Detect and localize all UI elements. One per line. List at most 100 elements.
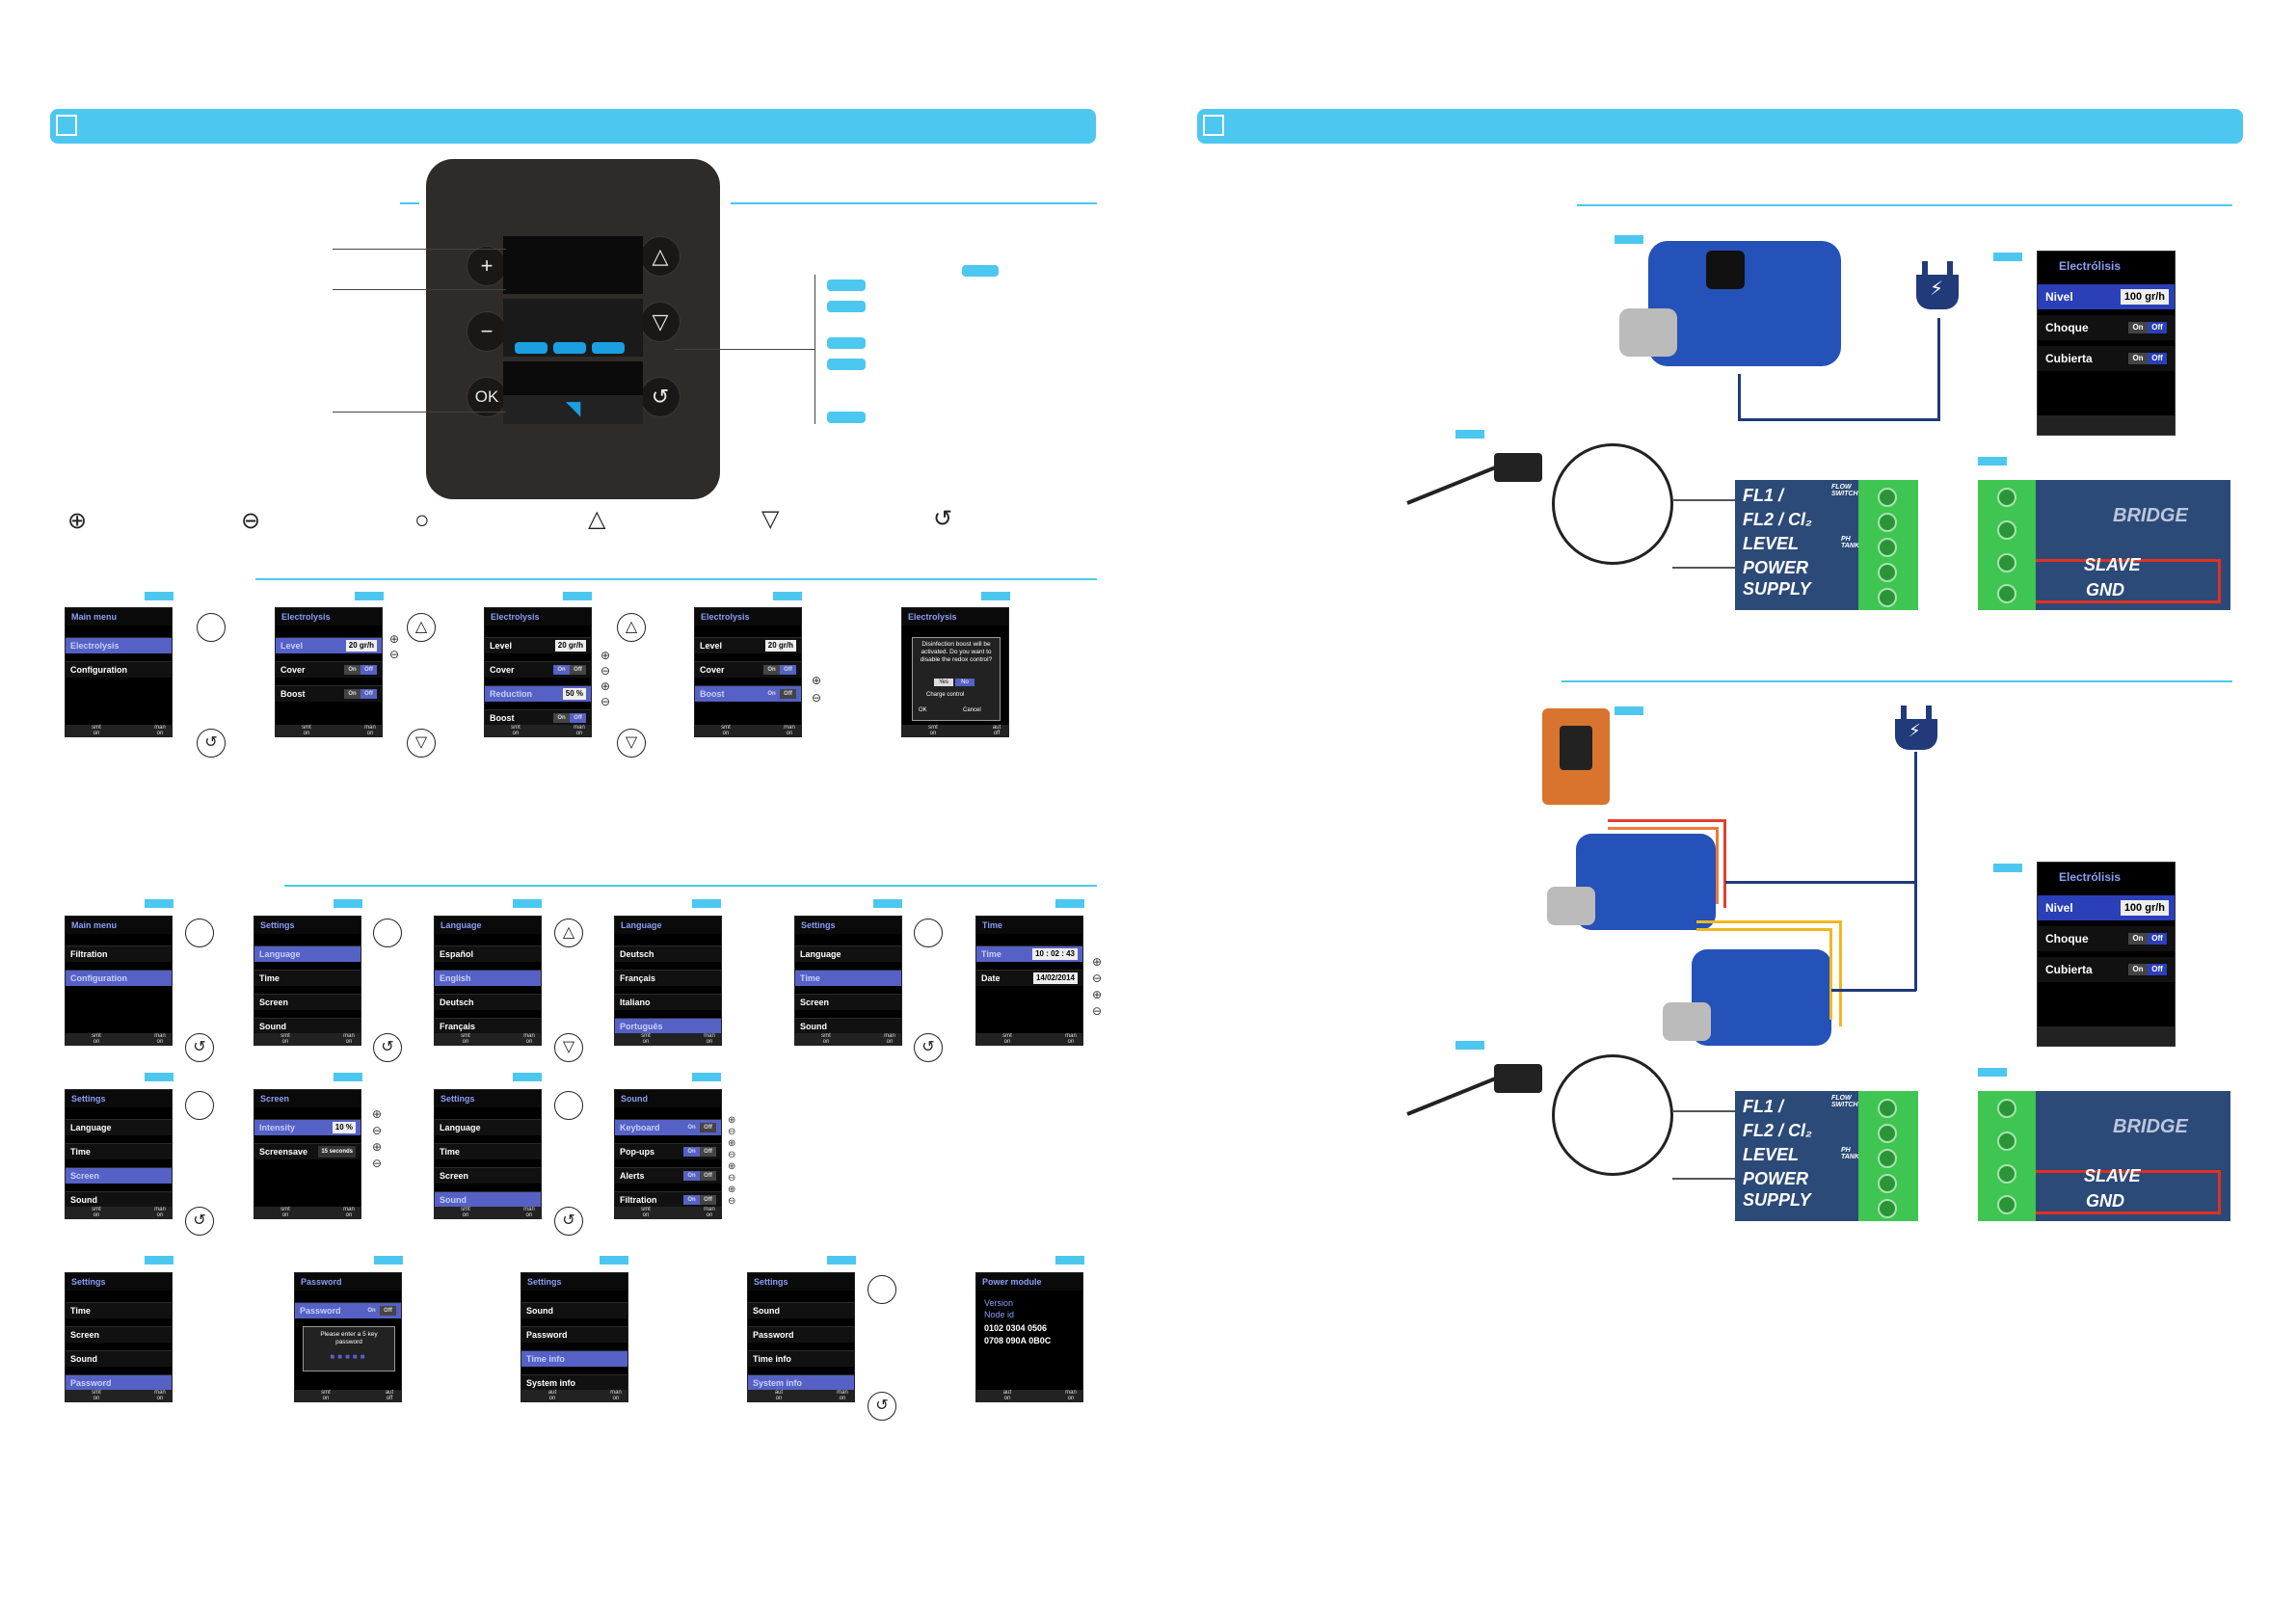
settings-item-time[interactable]: Time [795,970,901,986]
settings-item-sound[interactable]: Sound [795,1018,901,1034]
led-tag-3 [827,337,866,349]
password-entry[interactable]: ■■■■■ [330,1352,368,1361]
settings-item-time[interactable]: Time [254,970,360,986]
orange-wire-2 [1716,827,1719,904]
settings-item-screen[interactable]: Screen [795,994,901,1010]
settings-item-language[interactable]: Language [795,945,901,962]
settings-item-time-info[interactable]: Time info [748,1350,854,1367]
settings-item-language[interactable]: Language [435,1119,541,1135]
screen-power-module: Power module Version Node id 0102 0304 0… [975,1272,1083,1402]
level-value[interactable]: 20 gr/h [554,640,586,652]
language-option[interactable]: Deutsch [435,994,541,1010]
down-key[interactable]: ▽ [640,302,681,342]
red-wire-2 [1723,819,1726,908]
settings-item-sound[interactable]: Sound [748,1302,854,1318]
intensity-value[interactable]: 10 % [332,1122,356,1133]
settings-item-time[interactable]: Time [66,1143,172,1159]
level-value[interactable]: 20 gr/h [764,640,796,652]
orange-wire-1 [1608,827,1718,830]
screen-title: Settings [254,917,360,934]
settings-item-screen[interactable]: Screen [66,1167,172,1184]
language-option[interactable]: Français [615,970,721,986]
settings-item-time[interactable]: Time [435,1143,541,1159]
screen-title: Electrolysis [902,608,1008,626]
settings-item-screen[interactable]: Screen [66,1326,172,1343]
menu-item-configuration[interactable]: Configuration [66,970,172,986]
menu-item-configuration[interactable]: Configuration [66,661,172,678]
popup-no-button[interactable]: No [955,679,974,686]
language-option[interactable]: Deutsch [615,945,721,962]
settings-item-sound[interactable]: Sound [66,1350,172,1367]
ok-circle-r3b [554,1091,583,1120]
settings-item-sound[interactable]: Sound [66,1191,172,1208]
settings-item-sound[interactable]: Sound [521,1302,627,1318]
sensor-wire-1 [1672,499,1735,501]
reduction-value[interactable]: 50 % [562,688,586,700]
ok-key[interactable]: OK [467,377,507,417]
nivel-value[interactable]: 100 gr/h [2120,900,2169,916]
minus-key[interactable]: − [467,311,507,352]
terminal-label-level: LEVEL [1743,1145,1800,1164]
settings-item-password[interactable]: Password [521,1326,627,1343]
settings-item-password[interactable]: Password [66,1374,172,1391]
date-value[interactable]: 14/02/2014 [1032,972,1078,984]
legend-down-icon: ▽ [761,506,780,532]
back-key[interactable]: ↺ [640,377,681,417]
settings-item-time-info[interactable]: Time info [521,1350,627,1367]
settings-item-screen[interactable]: Screen [254,994,360,1010]
settings-item-screen[interactable]: Screen [435,1167,541,1184]
menu-item-filtration[interactable]: Filtration [66,945,172,962]
settings-item-time[interactable]: Time [66,1302,172,1318]
level-value[interactable]: 20 gr/h [345,640,377,652]
row1-tag-3 [563,592,592,600]
settings-item-language[interactable]: Language [254,945,360,962]
time-value[interactable]: 10 : 02 : 43 [1032,948,1078,960]
down-circle-r2: ▽ [554,1033,583,1062]
settings-item-language[interactable]: Language [66,1119,172,1135]
screen-title: Electrólisis [2059,870,2122,884]
language-option[interactable]: English [435,970,541,986]
node-id-label: Node id [984,1310,1015,1319]
menu-item-electrolysis[interactable]: Electrolysis [66,637,172,653]
screensaver-value[interactable]: 15 seconds [318,1146,356,1158]
settings-item-password[interactable]: Password [748,1326,854,1343]
up-key[interactable]: △ [640,236,681,277]
plus-key[interactable]: + [467,246,507,286]
language-option[interactable]: Français [435,1018,541,1034]
terminal-label-fl2: FL2 / Cl₂ [1743,510,1812,529]
settings-item-system-info[interactable]: System info [521,1374,627,1391]
language-option[interactable]: Português [615,1018,721,1034]
popup-cancel-button[interactable]: Cancel [963,707,981,713]
settings-item-sound[interactable]: Sound [254,1018,360,1034]
language-option[interactable]: Español [435,945,541,962]
settings-item-system-info[interactable]: System info [748,1374,854,1391]
charge-control-label[interactable]: Charge control [926,692,965,698]
popup-ok-button[interactable]: OK [919,707,927,713]
nivel-value[interactable]: 100 gr/h [2120,289,2169,305]
popup-yes-button[interactable]: Yes [934,679,953,686]
bridge-block-1: BRIDGE SLAVE GND [1978,480,2230,610]
row4-tag-2 [374,1256,403,1265]
alerts-label: Alerts [620,1171,645,1181]
settings-item-sound[interactable]: Sound [435,1191,541,1208]
row2-tag-1 [145,899,174,908]
language-option[interactable]: Italiano [615,994,721,1010]
